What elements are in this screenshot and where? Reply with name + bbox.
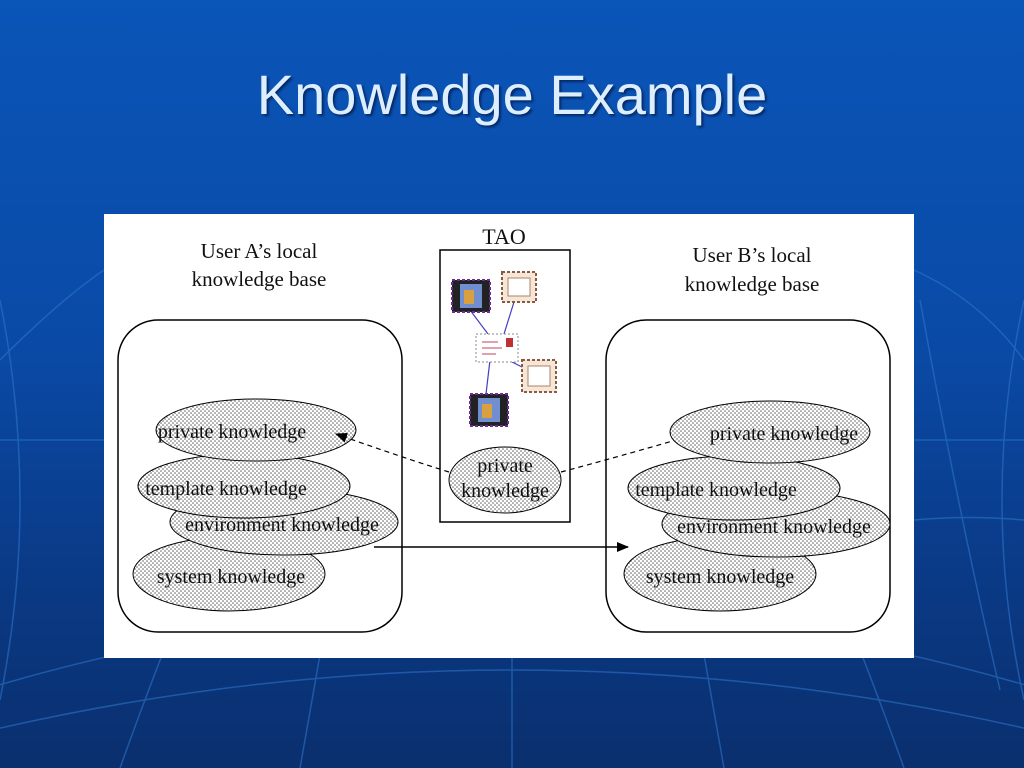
- dashed-arrow-to-user-a: [335, 432, 450, 473]
- user-b-private-knowledge-label: private knowledge: [710, 423, 858, 445]
- user-b-system-knowledge-label: system knowledge: [646, 566, 794, 588]
- knowledge-diagram: User A’s local knowledge base private kn…: [117, 224, 891, 633]
- user-a-environment-knowledge-label: environment knowledge: [185, 514, 379, 536]
- user-b-title-line2: knowledge base: [685, 272, 820, 296]
- user-a-title-line1: User A’s local: [201, 239, 318, 263]
- user-b-template-knowledge-label: template knowledge: [635, 479, 797, 501]
- user-b-knowledge-base-box: [605, 319, 891, 633]
- tao-document-thumbnail-1: [501, 271, 537, 303]
- tao-private-knowledge-label-line2: knowledge: [461, 480, 549, 502]
- tao-private-knowledge-ellipse: [448, 446, 562, 514]
- user-a-private-knowledge-ellipse: [155, 398, 357, 462]
- user-a-template-knowledge-label: template knowledge: [145, 478, 307, 500]
- tao-media-thumbnail-2: [469, 393, 509, 427]
- tao-title: TAO: [482, 224, 525, 249]
- user-a-title-line2: knowledge base: [192, 267, 327, 291]
- user-b-private-knowledge-ellipse: [669, 400, 871, 464]
- slide-title: Knowledge Example: [256, 63, 768, 126]
- tao-private-knowledge-label-line1: private: [477, 455, 533, 477]
- tao-box: [439, 249, 571, 523]
- user-b-title-line1: User B’s local: [693, 243, 812, 267]
- user-b-environment-knowledge-label: environment knowledge: [677, 516, 871, 538]
- tao-media-thumbnail-1: [451, 279, 491, 313]
- dashed-arrow-to-user-b: [560, 432, 698, 473]
- tao-letter-thumbnail: [475, 333, 519, 363]
- user-a-private-knowledge-label: private knowledge: [158, 421, 306, 443]
- tao-document-thumbnail-2: [521, 359, 557, 393]
- knowledge-diagram-figure: User A’s local knowledge base private kn…: [104, 214, 914, 658]
- user-a-knowledge-base-box: [117, 319, 403, 633]
- user-a-system-knowledge-label: system knowledge: [157, 566, 305, 588]
